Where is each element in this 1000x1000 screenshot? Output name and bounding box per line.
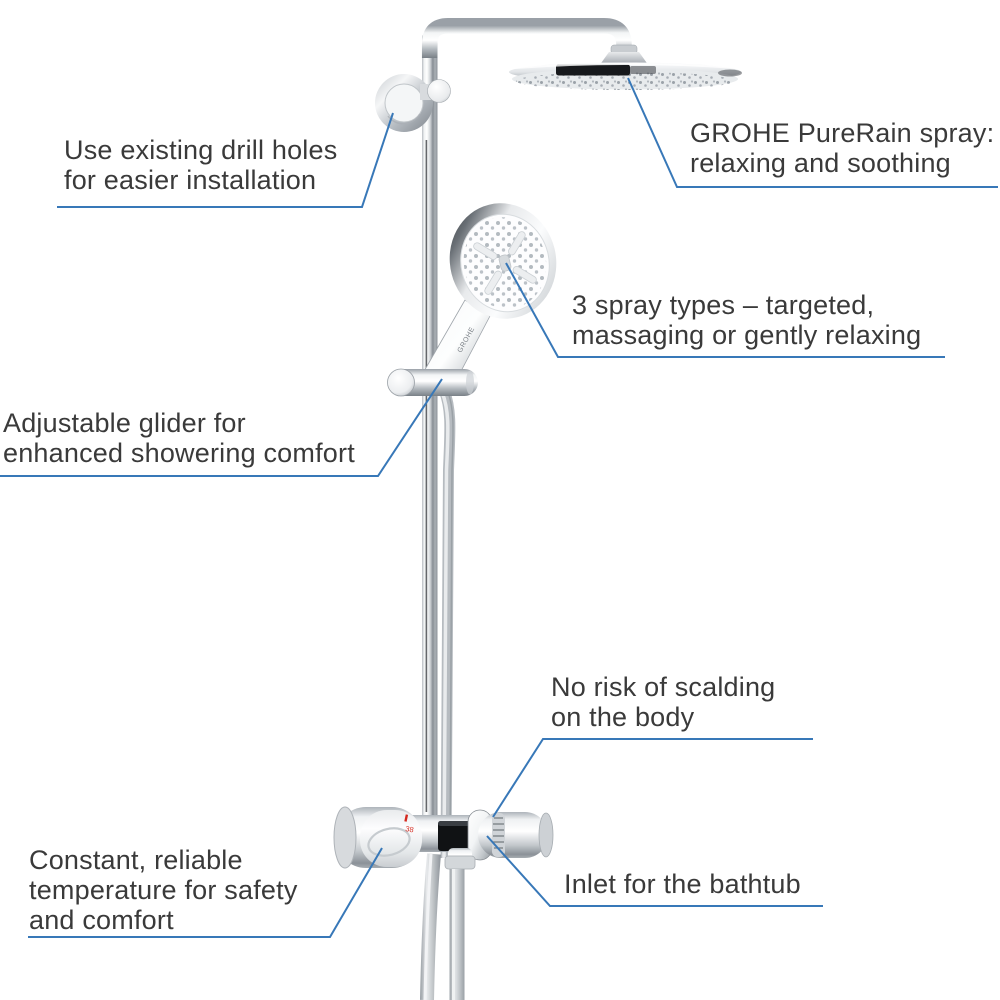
temp-38-label: 38	[405, 824, 415, 834]
wall-mount	[375, 74, 451, 132]
hose-left	[420, 853, 441, 1000]
callout-text-line: Inlet for the bathtub	[564, 869, 801, 899]
callout-text-line: Use existing drill holes	[64, 135, 338, 165]
leader-glider	[0, 378, 443, 477]
shower-arm	[421, 17, 632, 58]
leader-bathtub-inlet	[486, 835, 823, 907]
head-shower-nozzles	[516, 72, 734, 90]
callout-glider: Adjustable glider for enhanced showering…	[3, 408, 355, 468]
glider-knob	[387, 368, 415, 397]
lower-hoses	[420, 853, 465, 1000]
callout-text-line: GROHE PureRain spray:	[690, 118, 995, 148]
head-shower-mount	[599, 52, 649, 66]
callout-text-line: Adjustable glider for	[3, 408, 246, 438]
hand-shower: GROHE	[418, 203, 557, 395]
leader-spray-types	[505, 262, 945, 358]
wall-mount-knob	[427, 79, 451, 103]
leader-purerain	[627, 77, 998, 188]
callout-text-line: relaxing and soothing	[690, 148, 951, 178]
leader-scalding	[492, 738, 813, 818]
thermostat: 38	[333, 806, 554, 870]
callout-text-line: on the body	[551, 702, 695, 732]
callout-text-line: enhanced showering comfort	[3, 438, 355, 468]
shower-hose	[438, 387, 456, 859]
callout-text-line: and comfort	[29, 905, 174, 935]
callout-bathtub-inlet: Inlet for the bathtub	[564, 869, 801, 899]
rail-glider	[387, 368, 478, 397]
callout-temperature: Constant, reliable temperature for safet…	[29, 845, 298, 935]
diverter-window	[438, 821, 472, 851]
temperature-handle: 38	[333, 806, 422, 869]
callout-lines	[0, 77, 998, 938]
handle-knurl-ticks	[493, 817, 504, 849]
safestop-button	[367, 827, 411, 857]
head-shower-reflection	[556, 64, 630, 76]
callout-text-line: temperature for safety	[29, 875, 298, 905]
callout-scalding: No risk of scalding on the body	[551, 672, 775, 732]
callout-text-line: No risk of scalding	[551, 672, 776, 702]
leader-drill-holes	[57, 112, 394, 208]
shower-rail	[421, 17, 632, 818]
callout-text-line: 3 spray types – targeted,	[572, 290, 875, 320]
volume-handle	[478, 812, 554, 858]
bath-spout	[444, 848, 476, 870]
leader-temperature	[28, 847, 383, 938]
callout-text-line: for easier installation	[64, 165, 317, 195]
callout-text-line: massaging or gently relaxing	[572, 320, 922, 350]
callout-purerain: GROHE PureRain spray: relaxing and sooth…	[690, 118, 994, 178]
head-shower	[509, 44, 742, 90]
callout-spray-types: 3 spray types – targeted, massaging or g…	[572, 290, 921, 350]
hand-shower-spray-selector	[473, 231, 537, 295]
temp-38-mark	[404, 814, 409, 822]
callout-text-line: Constant, reliable	[29, 845, 243, 875]
callout-drill-holes: Use existing drill holes for easier inst…	[64, 135, 337, 195]
